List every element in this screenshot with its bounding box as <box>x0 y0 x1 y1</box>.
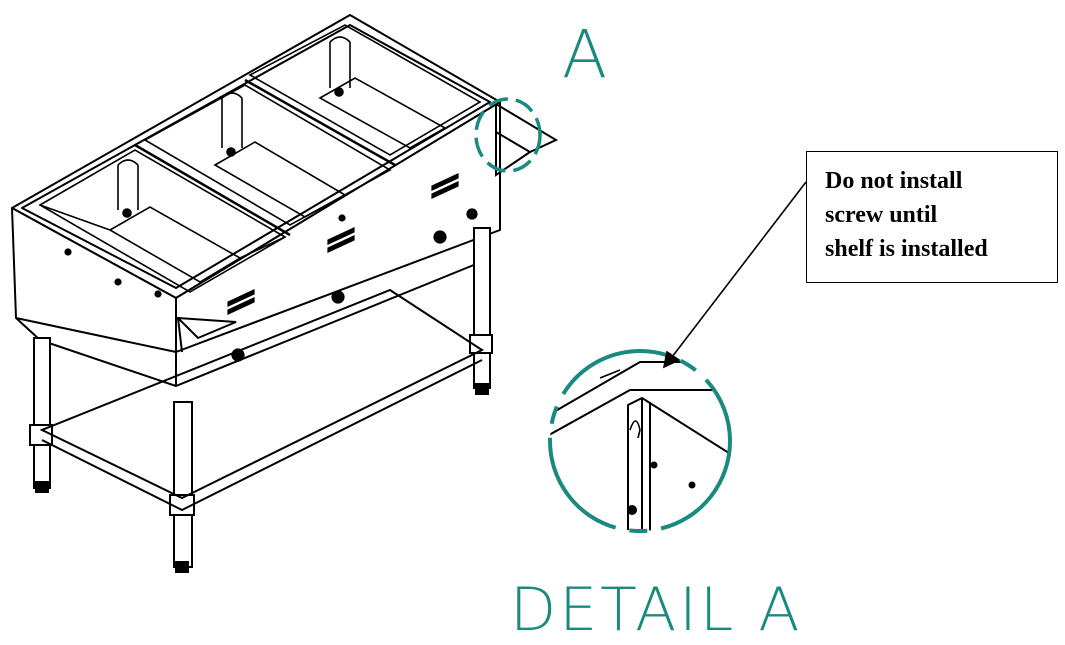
control-details <box>64 173 478 362</box>
detail-a-view <box>550 351 730 531</box>
detail-a-circle <box>548 349 732 533</box>
undershelf <box>39 288 485 512</box>
leader-arrow <box>662 181 807 369</box>
callout-circle-A <box>474 97 542 173</box>
note-line-3: shelf is installed <box>825 236 988 262</box>
steam-table-body <box>11 14 501 387</box>
instruction-note-box: Do not install screw until shelf is inst… <box>806 151 1058 283</box>
end-shelf-bracket <box>175 102 559 353</box>
note-line-1: Do not install <box>825 168 963 194</box>
well-dividers <box>134 78 396 237</box>
callout-label-A: A <box>562 16 609 93</box>
detail-label: DETAIL A <box>510 575 803 645</box>
note-line-2: screw until <box>825 202 938 228</box>
food-pans <box>38 24 482 293</box>
